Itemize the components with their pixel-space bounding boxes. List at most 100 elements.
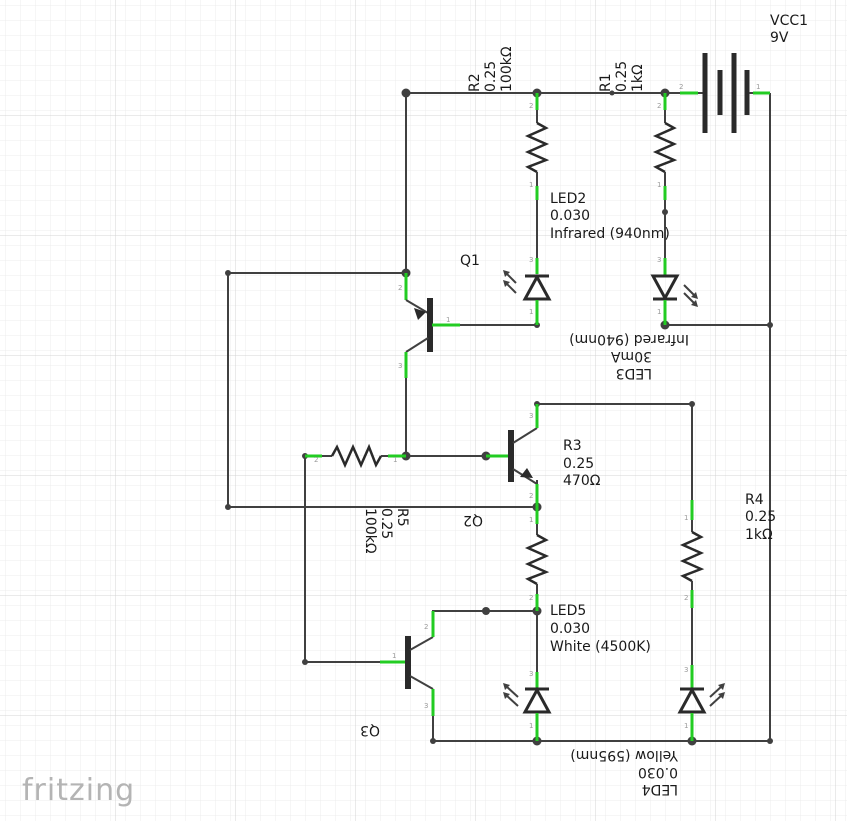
r3-power: 0.25 [563, 456, 594, 472]
resistor-r1[interactable]: 2 1 [652, 93, 678, 258]
resistor-r3[interactable]: 1 2 [524, 507, 550, 611]
led3-arrow [683, 292, 696, 305]
fritzing-logo: fritzing [22, 773, 135, 808]
pin-number: 1 [446, 316, 450, 324]
led4-color: Yellow (595nm) [570, 747, 679, 763]
q3-collector-diag [409, 636, 434, 651]
junction [225, 504, 231, 510]
pin-number: 3 [684, 666, 688, 674]
led5-name: LED5 [550, 603, 586, 619]
junction [225, 270, 231, 276]
q1-emitter-arrow [414, 308, 426, 320]
led2-arrow [505, 272, 517, 284]
junction [609, 90, 615, 96]
pin-number: 3 [529, 670, 533, 678]
junction [302, 659, 308, 665]
q1-collector-diag [405, 299, 429, 314]
pin-number: 2 [657, 102, 661, 110]
junction [689, 401, 695, 407]
wire-left-loop[interactable] [227, 272, 537, 508]
pin-number: 1 [684, 514, 688, 522]
led3-arrow [683, 284, 696, 297]
pin-number: 1 [393, 456, 397, 464]
r5-label: R5 0.25 100kΩ [362, 508, 410, 554]
pin-number: 1 [529, 722, 533, 730]
led4-arrowhead [718, 692, 725, 699]
led4-arrow [709, 694, 723, 707]
pin-number: 2 [529, 492, 533, 500]
r4-resistance: 1kΩ [745, 527, 773, 543]
r3-name: R3 [563, 438, 582, 454]
led3-name: LED3 [616, 365, 652, 381]
pin-number: 2 [424, 623, 428, 631]
transistor-q2[interactable]: 3 2 [486, 404, 539, 507]
led5-label: LED5 0.030 White (4500K) [550, 603, 651, 655]
led2-arrowhead [503, 270, 510, 277]
r2-power: 0.25 [483, 61, 499, 92]
led2-arrow [505, 282, 517, 294]
r4-zigzag [679, 530, 705, 583]
r3-resistance: 470Ω [563, 473, 601, 489]
vcc1-value: 9V [770, 30, 789, 46]
pin-number: 2 [679, 83, 683, 91]
r2-resistance: 100kΩ [499, 46, 515, 92]
pin-number: 3 [657, 256, 661, 264]
r2-zigzag [524, 121, 550, 174]
q3-label: Q3 [360, 722, 380, 738]
led5-color: White (4500K) [550, 639, 651, 655]
pin-number: 1 [657, 308, 661, 316]
led-led3[interactable]: 3 1 [650, 256, 698, 325]
led3-current: 30mA [611, 348, 652, 364]
resistor-r2[interactable]: 2 1 [524, 93, 550, 200]
pin-number: 1 [529, 181, 533, 189]
r3-zigzag [524, 533, 550, 586]
pin-number: 3 [424, 702, 428, 710]
pin-number: 1 [684, 722, 688, 730]
junction [482, 607, 490, 615]
led4-label: Yellow (595nm) 0.030 LED4 [570, 747, 679, 797]
led5-arrow [505, 685, 519, 698]
led5-arrowhead [503, 692, 510, 699]
led-led2[interactable]: 3 1 [503, 200, 552, 325]
pin-number: 2 [529, 102, 533, 110]
led4-arrow [709, 685, 723, 698]
r5-resistance: 100kΩ [362, 508, 378, 554]
led5-arrowhead [503, 683, 510, 690]
led2-color: Infrared (940nm) [550, 226, 670, 242]
pin-number: 3 [529, 256, 533, 264]
r5-name: R5 [394, 508, 410, 527]
q1-emitter-diag [405, 337, 429, 353]
led2-arrowhead [503, 280, 510, 287]
q2-collector-diag [512, 427, 538, 444]
pin-number: 1 [756, 83, 760, 91]
junction [767, 322, 773, 328]
junction [767, 738, 773, 744]
r3-label: R3 0.25 470Ω [563, 438, 601, 489]
transistor-q3[interactable]: 2 3 1 [380, 611, 435, 716]
pin-number: 3 [529, 412, 533, 420]
led-led5[interactable]: 3 1 [503, 611, 552, 741]
led3-color: Infrared (940nm) [569, 331, 689, 347]
led3-label: Infrared (940nm) 30mA LED3 [569, 331, 689, 381]
pin-number: 2 [314, 456, 318, 464]
q2-emitter-arrow [520, 468, 533, 478]
r1-power: 0.25 [614, 61, 630, 92]
led2-name: LED2 [550, 191, 586, 207]
battery-vcc1[interactable]: 2 1 [679, 53, 770, 133]
q1-label: Q1 [460, 253, 480, 269]
led4-current: 0.030 [638, 764, 678, 780]
resistor-r5[interactable]: 2 1 [305, 443, 406, 469]
led3-arrowhead [691, 292, 698, 299]
q2-label: Q2 [463, 512, 483, 528]
transistor-q1[interactable]: 2 3 1 [398, 273, 460, 378]
vcc1-label: VCC1 9V [770, 13, 808, 46]
led2-current: 0.030 [550, 208, 590, 224]
led2-triangle [522, 273, 552, 301]
resistor-r4[interactable]: 1 2 [679, 500, 705, 608]
led-led4[interactable]: 3 1 [677, 665, 725, 741]
r4-label: R4 0.25 1kΩ [745, 492, 776, 543]
pin-number: 2 [529, 594, 533, 602]
r5-zigzag [330, 443, 383, 469]
